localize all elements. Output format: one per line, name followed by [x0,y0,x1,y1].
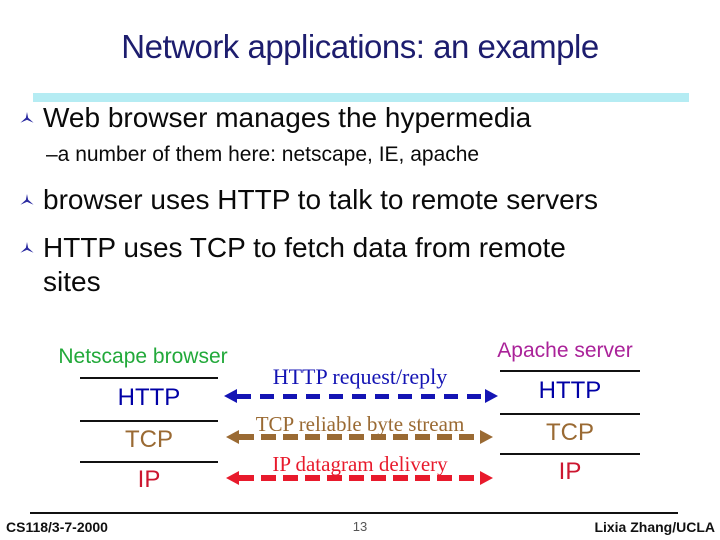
page-title: Network applications: an example [121,28,599,65]
arrowhead-right-icon [480,471,493,485]
author-credit: Lixia Zhang/UCLA [594,519,715,535]
bullet-star-icon [20,194,34,205]
right-layer-tcp: TCP [546,419,594,446]
bullet-text-line: sites [43,266,101,297]
arrowhead-left-icon [226,471,239,485]
bullet-item-browser-http: browser uses HTTP to talk to remote serv… [20,183,598,217]
netscape-browser-label: Netscape browser [58,345,228,368]
title-underline-bar [33,93,689,102]
sub-bullet-text: –a number of them here: netscape, IE, ap… [46,143,480,166]
ip-double-arrow [226,471,493,485]
layer-divider-line [80,420,218,422]
arrowhead-right-icon [485,389,498,403]
bullet-text-line: HTTP uses TCP to fetch data from remote [43,232,566,263]
ip-arrow-label: IP datagram delivery [272,452,448,476]
left-layer-ip: IP [137,466,161,493]
bullet-item-http-tcp: HTTP uses TCP to fetch data from remote … [20,231,566,299]
dashed-line [239,434,480,440]
left-layer-http: HTTP [117,384,181,411]
bullet-star-icon [20,112,34,123]
arrowhead-right-icon [480,430,493,444]
page-number: 13 [352,519,368,534]
apache-server-label: Apache server [497,339,633,362]
bullet-star-icon [20,242,34,253]
dashed-line [239,475,480,481]
layer-divider-line [80,377,218,379]
http-double-arrow [224,389,498,403]
bullet-text: browser uses HTTP to talk to remote serv… [43,184,598,215]
layer-divider-line [80,461,218,463]
right-layer-http: HTTP [538,377,602,404]
arrowhead-left-icon [226,430,239,444]
layer-divider-line [500,413,640,415]
bullet-text: Web browser manages the hypermedia [43,102,532,133]
layer-divider-line [500,453,640,455]
tcp-double-arrow [226,430,493,444]
right-layer-ip: IP [558,458,582,485]
footer-divider-line [30,512,678,514]
left-layer-tcp: TCP [125,426,173,453]
tcp-arrow-label: TCP reliable byte stream [255,412,465,436]
http-arrow-label: HTTP request/reply [272,364,448,389]
arrowhead-left-icon [224,389,237,403]
layer-divider-line [500,370,640,372]
course-id: CS118/3-7-2000 [6,519,108,535]
bullet-text: HTTP uses TCP to fetch data from remote … [43,231,566,299]
dashed-line [237,393,485,399]
bullet-item-web-browser: Web browser manages the hypermedia [20,101,531,135]
